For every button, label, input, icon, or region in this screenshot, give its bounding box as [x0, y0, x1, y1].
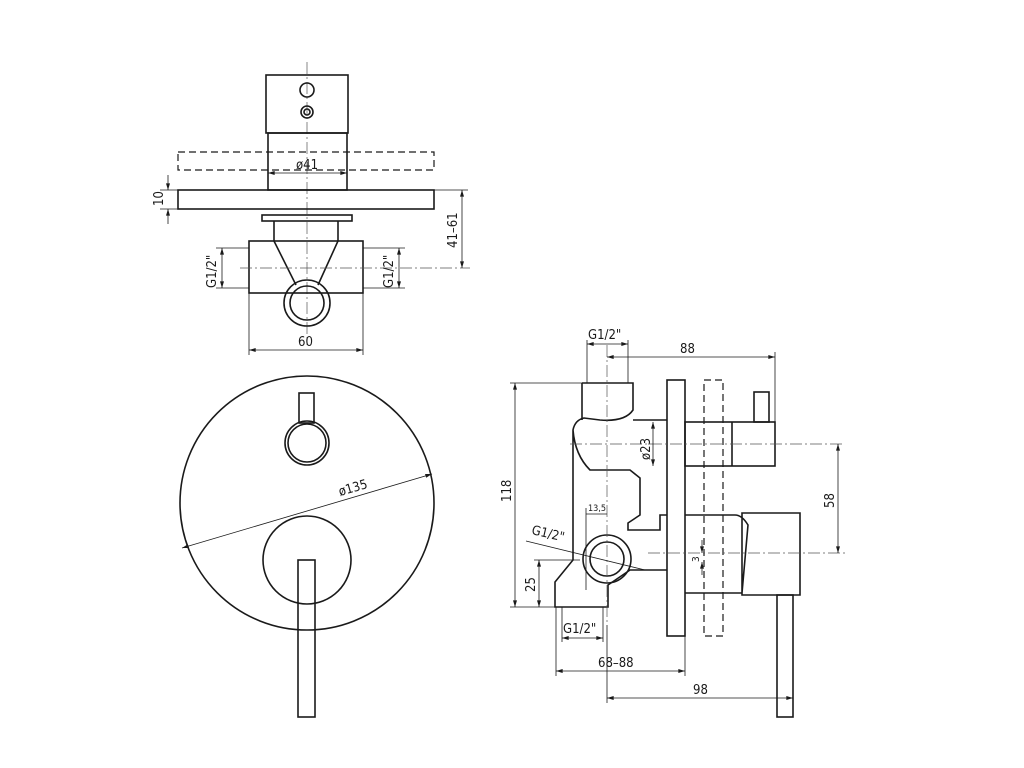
- dim-thread-top: G1/2": [588, 328, 621, 343]
- plate-alt-position: [177, 151, 435, 171]
- dim-bottom-25: 25: [524, 577, 539, 592]
- lever-handle: [297, 559, 316, 718]
- dim-length-88: 88: [680, 342, 695, 357]
- diverter-knob: [284, 420, 330, 466]
- dim-thread-right: G1/2": [382, 255, 397, 288]
- dim-offset-58: 58: [823, 493, 838, 508]
- valve-body: [248, 240, 364, 294]
- dim-diameter-135: ø135: [337, 477, 369, 500]
- plate-alt-side: [703, 379, 724, 637]
- dim-thread-left: G1/2": [205, 255, 220, 288]
- dim-depth-41-61: 41–61: [446, 212, 461, 248]
- dim-13-5: 13,5: [588, 504, 606, 514]
- cover-plate-side: [666, 379, 686, 637]
- valve-body-side: [554, 382, 667, 608]
- dim-height-118: 118: [500, 480, 515, 502]
- dim-thread-bottom: G1/2": [563, 622, 596, 637]
- dim-thread-side: G1/2": [530, 523, 566, 545]
- dim-spindle-23: ø23: [639, 438, 654, 460]
- top-view: ø41 10 41–61 G1/2" G1/2" 60: [152, 62, 470, 355]
- dim-width-60: 60: [298, 335, 313, 350]
- lever-side: [776, 594, 794, 718]
- cover-plate-round: [179, 375, 435, 631]
- cover-plate: [177, 189, 435, 210]
- diverter-knob-side: [753, 391, 770, 423]
- front-view: ø135: [179, 375, 435, 718]
- dim-plate-10: 10: [152, 191, 167, 206]
- mixer-handle-side: [685, 512, 801, 596]
- dim-gap-3: 3: [691, 556, 702, 562]
- side-view: G1/2" 88 118 ø23 58 13,5 G1/2" 25 G1/2" …: [500, 328, 845, 718]
- dim-total-98: 98: [693, 683, 708, 698]
- dim-install-68-88: 68–88: [598, 656, 634, 671]
- dim-diameter-41: ø41: [296, 158, 318, 173]
